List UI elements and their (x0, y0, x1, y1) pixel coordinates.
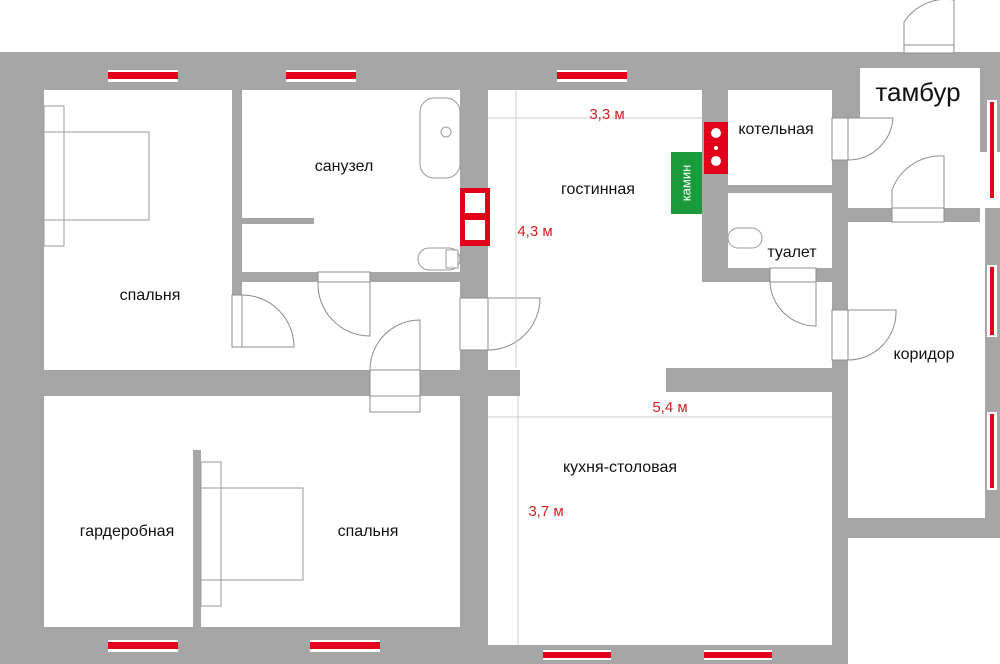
wall-left (0, 52, 44, 664)
wall-vestibule-left (848, 68, 860, 118)
fireplace-label: камин (678, 165, 693, 202)
fireplace: камин (671, 152, 702, 214)
wall-living-left-low (460, 350, 488, 627)
window-right-3 (990, 414, 994, 488)
dimension-lines (488, 90, 832, 645)
window-top-1 (108, 72, 178, 79)
door-bedroom-2 (369, 369, 421, 397)
window-bottom-1 (108, 642, 178, 649)
label-toilet: туалет (767, 244, 817, 261)
label-bathroom: санузел (315, 158, 374, 175)
bathtub (419, 97, 461, 179)
dim-kitchen-width: 5,4 м (652, 399, 687, 416)
nightstand-2 (43, 219, 65, 247)
shelving-unit (460, 188, 490, 246)
wall-bedroom-bath (232, 90, 242, 295)
wall-bottom (0, 627, 488, 664)
door-corridor (831, 309, 849, 361)
room-labels: тамбур санузел гостинная котельная туале… (80, 77, 961, 540)
door-entrance (903, 44, 955, 54)
wall-bath-partition (242, 218, 314, 224)
wall-bottom-right (488, 645, 848, 664)
dim-living-depth: 4,3 м (517, 223, 552, 240)
doors (231, 0, 955, 413)
wall-middle-center (420, 370, 520, 396)
door-bedroom-1 (231, 294, 243, 348)
label-kitchen-dining: кухня-столовая (563, 459, 677, 476)
wall-wardrobe (193, 450, 201, 627)
wall-corridor-bottom (848, 518, 1000, 538)
nightstand-1 (43, 105, 65, 133)
window-bottom-2 (310, 642, 380, 649)
window-right-1 (990, 102, 994, 198)
wall-vestibule-top (860, 52, 1000, 68)
dim-living-width: 3,3 м (589, 106, 624, 123)
door-toilet (769, 267, 817, 283)
label-wardrobe: гардеробная (80, 523, 175, 540)
window-bottom-4 (704, 652, 772, 658)
wall-kitchen-right (832, 365, 848, 664)
door-vestibule (891, 207, 945, 223)
windows (108, 70, 997, 660)
label-living-room: гостинная (561, 181, 635, 198)
label-vestibule: тамбур (875, 77, 960, 107)
door-boiler (831, 117, 849, 161)
dim-kitchen-depth: 3,7 м (528, 503, 563, 520)
wall-boiler-left (702, 90, 728, 268)
window-bottom-3 (543, 652, 611, 658)
wall-middle-right (666, 368, 848, 392)
nightstand-3 (200, 461, 222, 489)
window-right-2 (990, 267, 994, 335)
furniture (43, 97, 763, 607)
window-top-2 (286, 72, 356, 79)
label-bedroom-1: спальня (120, 287, 181, 304)
wall-middle-left (44, 370, 370, 396)
wall-boiler-bottom (728, 185, 832, 193)
dimension-labels: 3,3 м 4,3 м 5,4 м 3,7 м (517, 106, 687, 520)
boiler (704, 122, 728, 174)
label-bedroom-2: спальня (338, 523, 399, 540)
wc (727, 227, 763, 249)
nightstand-4 (200, 579, 222, 607)
door-living (459, 297, 489, 351)
label-boiler-room: котельная (738, 121, 813, 138)
label-corridor: коридор (893, 346, 954, 363)
door-bath (317, 271, 371, 283)
window-top-3 (557, 72, 627, 79)
walls (0, 52, 1000, 664)
